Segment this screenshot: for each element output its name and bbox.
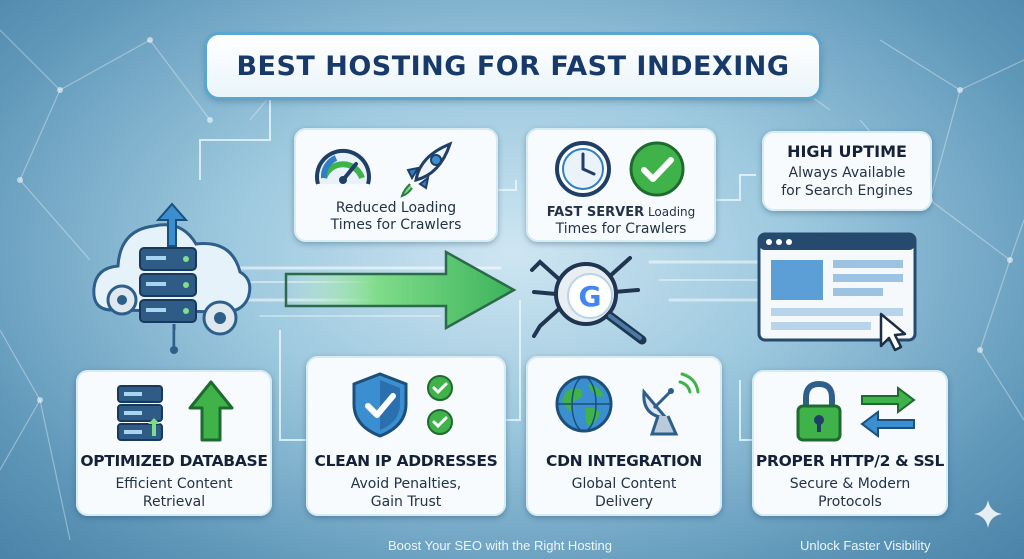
- card-reduced-loading-text: Reduced Loading Times for Crawlers: [330, 200, 462, 233]
- clean-ip-line1: Avoid Penalties,: [350, 476, 462, 492]
- cdn-integration-line1: Global Content: [571, 476, 677, 492]
- high-uptime-line2: for Search Engines: [781, 183, 913, 199]
- google-logo-letter: G: [579, 280, 602, 313]
- optimized-database-line1: Efficient Content: [115, 476, 233, 492]
- card-fast-server: FAST SERVER Loading Times for Crawlers: [526, 128, 716, 242]
- http2-ssl-heading: PROPER HTTP/2 & SSL: [755, 452, 945, 470]
- browser-window-icon: [757, 232, 917, 352]
- cloud-server-icon: [92, 202, 252, 354]
- satellite-dish-icon: [642, 372, 700, 436]
- fast-server-line1: Loading: [644, 205, 696, 219]
- fast-server-heading: FAST SERVER: [546, 205, 645, 220]
- speed-arrow-icon: [284, 249, 517, 331]
- high-uptime-heading: HIGH UPTIME: [787, 142, 907, 161]
- optimized-database-line2: Retrieval: [142, 494, 206, 510]
- footer-right-text: Unlock Faster Visibility: [800, 538, 931, 553]
- card-clean-ip: CLEAN IP ADDRESSES Avoid Penalties, Gain…: [306, 356, 506, 516]
- padlock-icon: [796, 380, 842, 442]
- cdn-integration-line2: Delivery: [594, 494, 654, 510]
- card-cdn-integration: CDN INTEGRATION Global Content Delivery: [526, 356, 722, 516]
- up-arrow-icon: [188, 380, 234, 442]
- google-crawler-icon: G: [530, 256, 647, 345]
- clean-ip-line2: Gain Trust: [370, 494, 442, 510]
- optimized-database-heading: OPTIMIZED DATABASE: [80, 452, 268, 470]
- shield-check-icon: [352, 372, 408, 438]
- footer-left-text: Boost Your SEO with the Right Hosting: [388, 538, 613, 553]
- clock-icon: [555, 141, 611, 197]
- card-fast-server-text: FAST SERVER Loading Times for Crawlers: [526, 204, 716, 238]
- page-title: BEST HOSTING FOR FAST INDEXING: [236, 50, 790, 82]
- http2-ssl-line2: Protocols: [818, 494, 882, 510]
- title-banner: BEST HOSTING FOR FAST INDEXING: [207, 35, 819, 97]
- card-reduced-loading: Reduced Loading Times for Crawlers: [294, 128, 498, 242]
- check-badge-icon: [427, 375, 453, 401]
- card-optimized-database: OPTIMIZED DATABASE Efficient Content Ret…: [76, 370, 272, 516]
- fast-server-line2: Times for Crawlers: [555, 221, 687, 237]
- transfer-arrows-icon: [860, 386, 916, 438]
- speedometer-icon: [315, 148, 371, 185]
- rocket-icon: [400, 141, 453, 198]
- globe-icon: [555, 375, 613, 433]
- high-uptime-line1: Always Available: [788, 165, 906, 181]
- card-http2-ssl: PROPER HTTP/2 & SSL Secure & Modern Prot…: [752, 370, 948, 516]
- http2-ssl-line1: Secure & Modern: [789, 476, 911, 492]
- clean-ip-heading: CLEAN IP ADDRESSES: [314, 452, 498, 470]
- check-badge-icon: [427, 409, 453, 435]
- card-high-uptime: HIGH UPTIME Always Available for Search …: [762, 131, 932, 211]
- database-stack-icon: [117, 385, 163, 441]
- checkmark-circle-icon: [629, 141, 685, 197]
- cdn-integration-heading: CDN INTEGRATION: [546, 452, 702, 470]
- sparkle-icon: [974, 500, 1002, 528]
